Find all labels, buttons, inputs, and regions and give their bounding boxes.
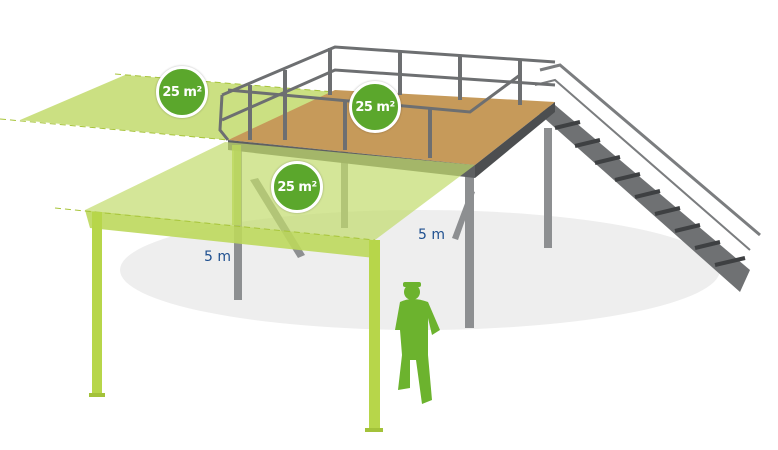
green-post <box>369 240 380 430</box>
staircase <box>534 63 761 292</box>
dimension-side: 5 m <box>418 227 445 243</box>
area-badge-upper: 25 m² <box>156 66 208 118</box>
person-silhouette <box>395 282 440 404</box>
dimension-front: 5 m <box>204 249 231 265</box>
lower-area-front <box>85 210 375 258</box>
dashed-edge <box>0 118 229 141</box>
dashed-edge <box>54 207 376 241</box>
area-badge-deck: 25 m² <box>349 81 401 133</box>
dashed-edge <box>114 73 336 93</box>
railings <box>218 45 556 158</box>
green-post <box>232 145 241 225</box>
green-post <box>92 212 102 395</box>
area-badge-below: 25 m² <box>271 161 323 213</box>
deck-edge-side <box>475 102 555 178</box>
